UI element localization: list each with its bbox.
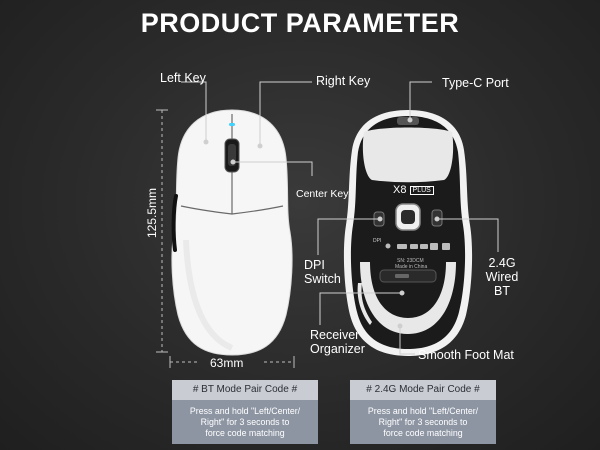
indicator-light-icon	[229, 123, 235, 126]
certification-icons	[385, 243, 450, 250]
dimension-width	[169, 356, 295, 368]
callouts-bottom	[317, 81, 499, 355]
bt-pair-code-text: Press and hold "Left/Center/ Right" for …	[189, 406, 301, 438]
smooth-foot-mat-label: Smooth Foot Mat	[418, 348, 514, 362]
model-text: X8	[393, 184, 407, 196]
width-dimension-label: 63mm	[210, 356, 244, 370]
model-badge: PLUS	[409, 186, 434, 195]
receiver-organizer-label: Receiver Organizer	[310, 328, 365, 356]
bottom-foot-pad	[360, 262, 456, 334]
page-title: PRODUCT PARAMETER	[140, 8, 460, 38]
right-key-label: Right Key	[316, 74, 371, 88]
mouse-bottom-view	[343, 110, 473, 356]
bt-pair-code-box: # BT Mode Pair Code # Press and hold "Le…	[172, 380, 318, 444]
top-foot-pad	[362, 127, 454, 183]
type-c-port-label: Type-C Port	[442, 76, 509, 90]
bt-pair-code-header: # BT Mode Pair Code #	[172, 380, 318, 400]
24g-pair-code-header: # 2.4G Mode Pair Code #	[350, 380, 496, 400]
side-buttons	[171, 194, 178, 252]
24g-pair-code-box: # 2.4G Mode Pair Code # Press and hold "…	[350, 380, 496, 444]
left-key-label: Left Key	[160, 71, 206, 85]
mode-switch-label: 2.4G Wired BT	[485, 256, 519, 298]
mouse-top-body	[171, 109, 293, 356]
dpi-print: DPI	[373, 238, 382, 244]
sn-print: SN: 23DCM	[397, 258, 424, 264]
mouse-top-seam	[180, 114, 284, 215]
callouts-top	[181, 81, 313, 176]
model-name: X8 PLUS	[393, 183, 434, 198]
dpi-switch-label: DPI Switch	[304, 258, 341, 286]
mouse-top-view	[171, 109, 293, 356]
height-dimension-label: 125.5mm	[145, 187, 159, 239]
24g-pair-code-text: Press and hold "Left/Center/ Right" for …	[367, 406, 479, 438]
dimension-height	[156, 109, 168, 353]
center-key-label: Center Key	[296, 188, 349, 200]
made-in-print: Made in China	[395, 264, 428, 270]
